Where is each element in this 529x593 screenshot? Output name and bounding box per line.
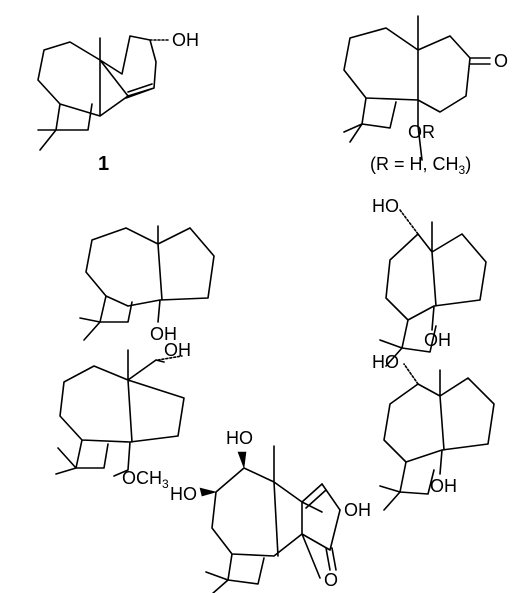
stereo-wedge <box>199 487 218 497</box>
methoxy-label: OCH3 <box>122 468 169 491</box>
structure-ketone: O OR (R = H, CH3) <box>343 15 508 177</box>
hydroxyl-label: OH <box>164 340 191 360</box>
oxo-label: O <box>324 570 338 590</box>
r-definition-label: (R = H, CH3) <box>370 154 471 177</box>
hydroxyl-label: OH <box>344 500 371 520</box>
structure-1: OH 1 <box>37 30 199 175</box>
methoxy-subscript: 3 <box>162 477 169 491</box>
stereo-wedge <box>237 451 247 469</box>
hydroxyl-label: OH <box>424 330 451 350</box>
oxo-label: O <box>494 51 508 71</box>
hydroxyl-left-label: HO <box>372 196 399 216</box>
structure-lower-right: HO OH <box>372 352 495 511</box>
hydroxyl-left-label: HO <box>170 484 197 504</box>
hydroxyl-left-label: HO <box>372 352 399 372</box>
structure-bottom: HO HO OH O <box>170 428 371 593</box>
hydroxyl-label: OH <box>430 476 457 496</box>
hydroxyl-left-label: HO <box>226 428 253 448</box>
hydroxyl-label: OH <box>150 324 177 344</box>
r-definition-close: ) <box>465 154 471 174</box>
r-definition-subscript: 3 <box>459 163 466 177</box>
structure-mid-left: OH <box>79 225 215 344</box>
alkoxy-label: OR <box>408 122 435 142</box>
methoxy-main: OCH <box>122 468 162 488</box>
structure-lower-left: OH OCH3 <box>55 340 191 491</box>
r-definition-main: (R = H, CH <box>370 154 459 174</box>
hydroxyl-label: OH <box>172 30 199 50</box>
compound-1-label: 1 <box>98 153 109 175</box>
structure-mid-right: HO OH <box>372 196 487 367</box>
